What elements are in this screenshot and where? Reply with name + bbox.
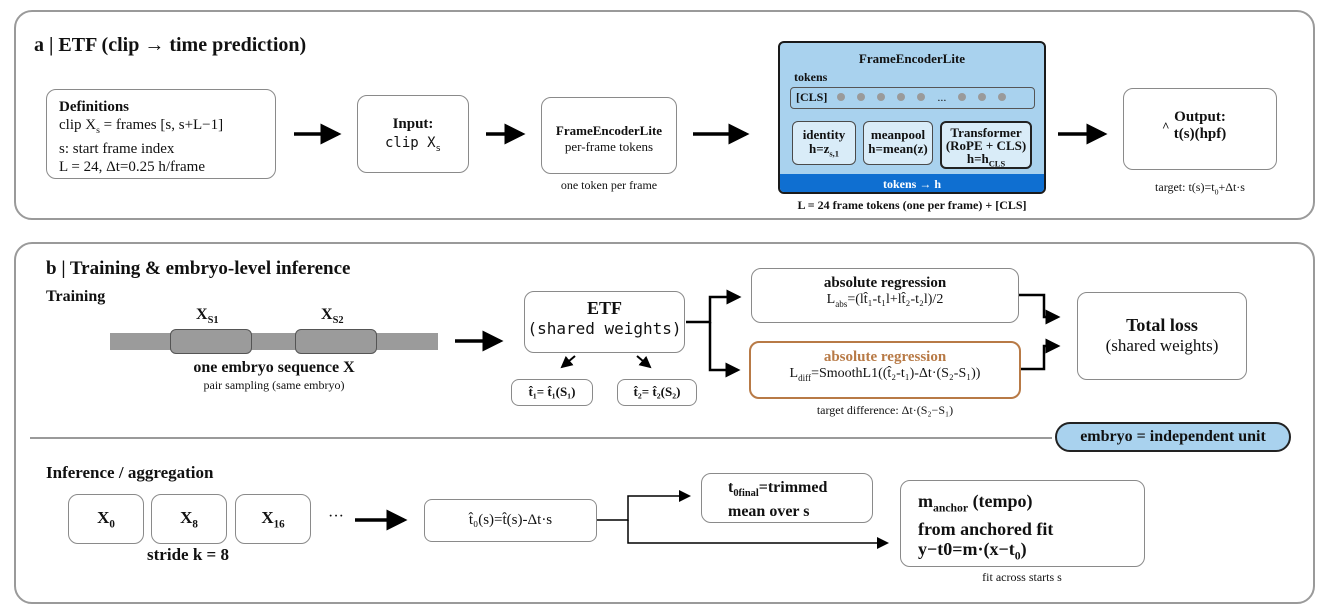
encoder-box-subtitle: per-frame tokens xyxy=(564,139,654,154)
stride-label: stride k = 8 xyxy=(147,545,229,564)
output-box: Output: ^t(s)(hpf) xyxy=(1123,88,1277,170)
arrow-t0-anchor xyxy=(627,520,889,549)
arrow-etf-diff xyxy=(708,322,741,378)
encoder-detail: FrameEncoderLite tokens [CLS]... identit… xyxy=(778,41,1046,194)
encoder-detail-title: FrameEncoderLite xyxy=(858,51,966,66)
arrow-etf-t1 xyxy=(560,355,576,369)
clip-s2-label: XS2 xyxy=(321,306,344,327)
trimmed-mean-box: t0final=trimmed mean over s xyxy=(701,473,873,523)
abs-regression-formula: Labs=(lt̂₁-t₁l+lt̂₂-t₂l)/2 xyxy=(826,292,944,309)
diff-regression-title: absolute regression xyxy=(823,349,947,365)
training-label: Training xyxy=(46,288,106,305)
diff-regression-box: absolute regression Ldiff=SmoothL1((t̂₂-… xyxy=(749,341,1021,399)
transformer-box: Transformer (RoPE + CLS) h=hCLS xyxy=(940,121,1032,169)
clip-s2 xyxy=(295,329,377,354)
clip-x8: X8 xyxy=(151,494,227,544)
total-loss-box: Total loss (shared weights) xyxy=(1077,292,1247,380)
token-ellipsis: ... xyxy=(937,90,947,104)
diff-caption: target difference: Δt·(S₂−S₁) xyxy=(816,403,954,417)
anchor-fit-box: manchor (tempo) from anchored fit y−t0=m… xyxy=(900,480,1145,567)
definitions-line1: clip Xs = frames [s, s+L−1] xyxy=(59,117,224,136)
meanpool-box: meanpool h=mean(z) xyxy=(863,121,933,165)
input-value: clip Xs xyxy=(384,135,442,154)
definitions-box: Definitions clip Xs = frames [s, s+L−1] … xyxy=(46,89,276,179)
abs-regression-title: absolute regression xyxy=(823,275,947,291)
etf-subtitle: (shared weights) xyxy=(527,319,682,338)
clip-s1-label: XS1 xyxy=(196,306,219,327)
output-label: Output: xyxy=(1174,109,1226,125)
encoder-box: FrameEncoderLite per-frame tokens xyxy=(541,97,677,174)
definitions-heading: Definitions xyxy=(59,99,130,115)
sequence-caption: one embryo sequence X xyxy=(193,359,355,376)
arrow-diff-total xyxy=(1021,338,1061,371)
etf-title: ETF xyxy=(586,298,622,318)
input-box: Input: clip Xs xyxy=(357,95,469,173)
encoder-box-caption: one token per frame xyxy=(560,178,658,192)
embryo-independent-pill: embryo = independent unit xyxy=(1055,422,1291,452)
identity-box: identity h=zs,1 xyxy=(792,121,856,165)
arrow-etf-t2 xyxy=(636,355,652,369)
input-label: Input: xyxy=(392,116,434,132)
t2-box: t̂₂= t̂₂(S₂) xyxy=(617,379,697,406)
anchor-caption: fit across starts s xyxy=(982,570,1062,584)
tokens-h-bar: tokens → h xyxy=(780,174,1044,192)
arrow-abs-total xyxy=(1019,293,1061,325)
t0-box: t̂₀(s)=t̂(s)-Δt·s xyxy=(424,499,597,542)
output-value: ^t(s)(hpf) xyxy=(1162,119,1227,142)
panel-b-title: b | Training & embryo-level inference xyxy=(46,258,351,279)
arrow-t0-trimmed xyxy=(597,490,691,521)
t1-box: t̂₁= t̂₁(S₁) xyxy=(511,379,593,406)
abs-regression-box: absolute regression Labs=(lt̂₁-t₁l+lt̂₂-… xyxy=(751,268,1019,323)
definitions-line3: L = 24, Δt=0.25 h/frame xyxy=(59,159,205,175)
cls-token: [CLS] xyxy=(796,90,828,104)
section-divider xyxy=(30,437,1052,439)
sequence-subcaption: pair sampling (same embryo) xyxy=(203,378,345,392)
diff-regression-formula: Ldiff=SmoothL1((t̂₂-t₁)-Δt·(S₂-S₁)) xyxy=(789,366,981,383)
arrow-etf-abs xyxy=(686,289,742,324)
clip-x0: X0 xyxy=(68,494,144,544)
total-loss-title: Total loss xyxy=(1126,315,1198,335)
etf-box: ETF (shared weights) xyxy=(524,291,685,353)
tokens-label: tokens xyxy=(794,70,828,84)
total-loss-subtitle: (shared weights) xyxy=(1105,336,1219,355)
panel-a-title: a | ETF (clip → time prediction) xyxy=(34,34,307,56)
encoder-box-title: FrameEncoderLite xyxy=(555,123,663,138)
definitions-line2: s: start frame index xyxy=(59,141,175,157)
clip-x16: X16 xyxy=(235,494,311,544)
clip-s1 xyxy=(170,329,252,354)
clips-ellipsis: ··· xyxy=(328,508,344,525)
inference-label: Inference / aggregation xyxy=(46,463,214,482)
token-row: [CLS]... xyxy=(790,87,1035,109)
output-caption: target: t(s)=t0+Δt·s xyxy=(1155,180,1245,197)
encoder-detail-caption: L = 24 frame tokens (one per frame) + [C… xyxy=(797,198,1027,212)
